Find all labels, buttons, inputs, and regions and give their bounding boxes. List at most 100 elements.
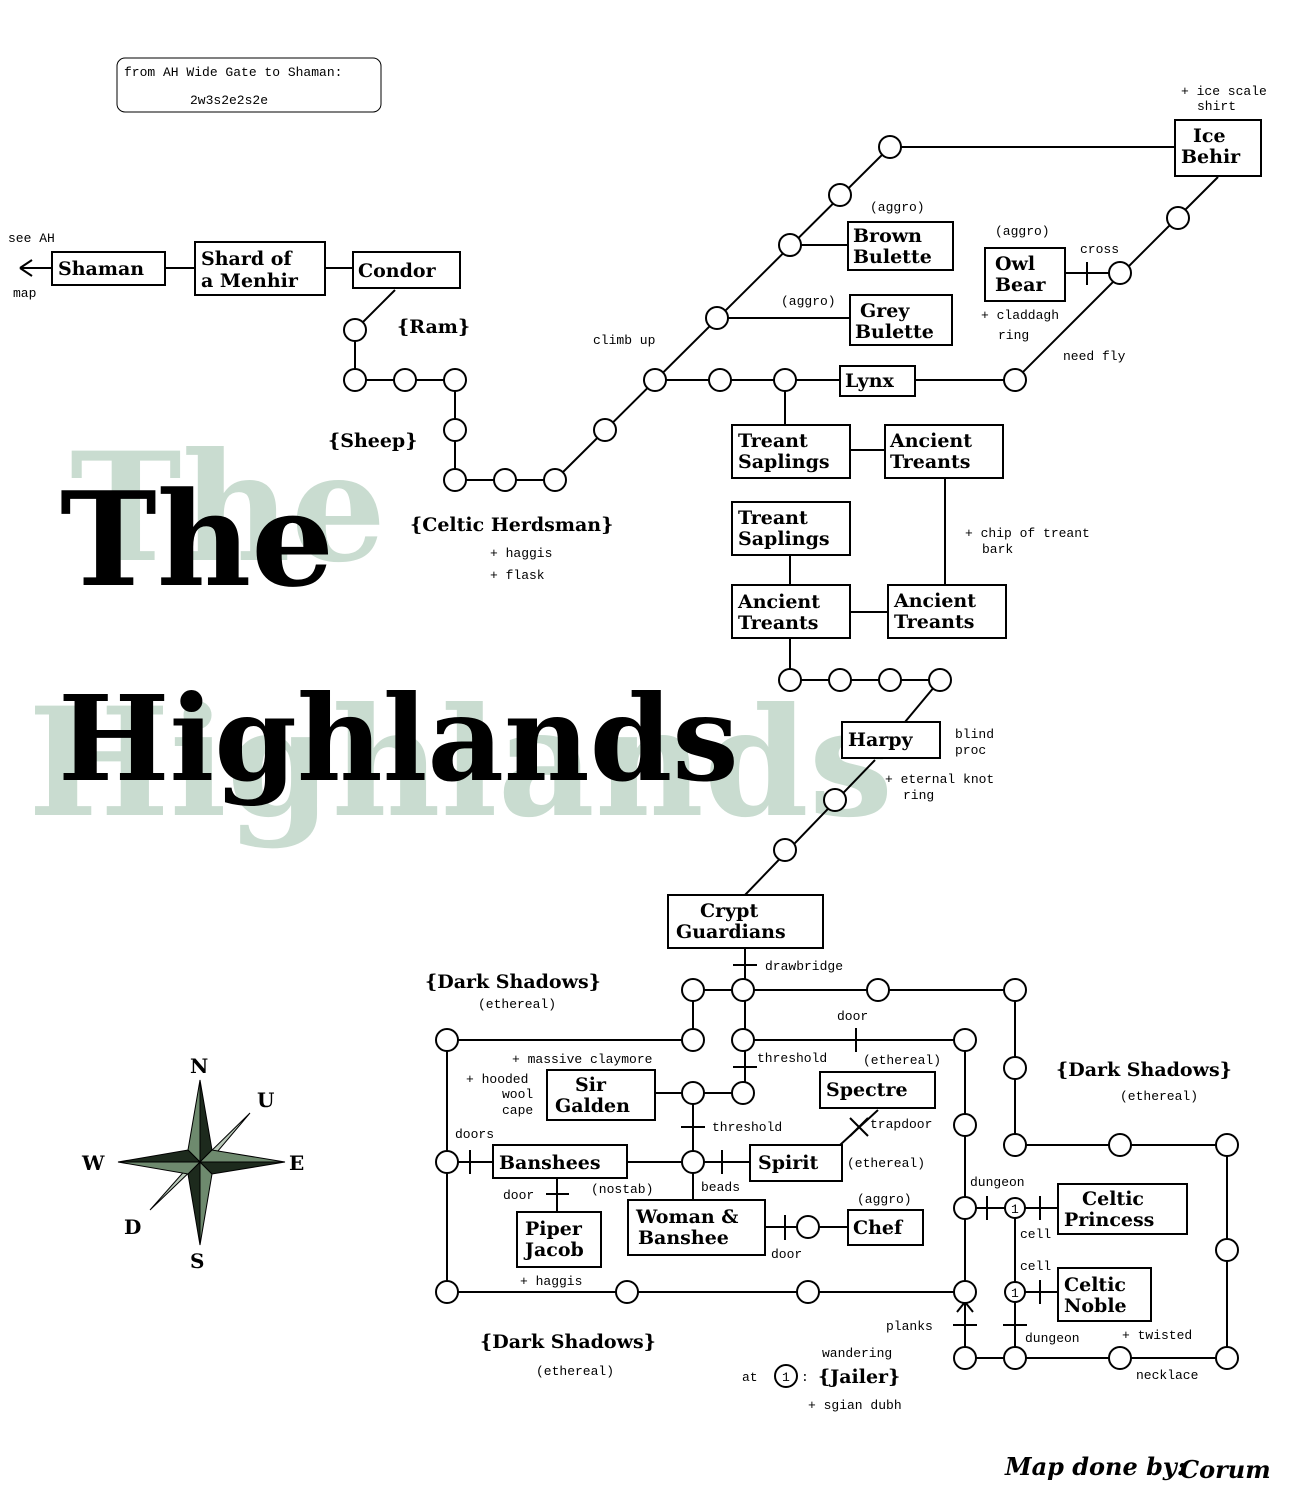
note-twisted: + twisted bbox=[1122, 1328, 1192, 1343]
note-ice-scale-2: shirt bbox=[1197, 99, 1236, 114]
note-chip-2: bark bbox=[982, 542, 1013, 557]
compass-rose: N S E W U D bbox=[81, 1054, 304, 1273]
title-the: The bbox=[60, 463, 334, 616]
note-massive-claymore: + massive claymore bbox=[512, 1052, 652, 1067]
note-aggro-grey: (aggro) bbox=[781, 294, 836, 309]
title-shadow-highlands: Highlands bbox=[28, 675, 893, 851]
note-threshold-b: threshold bbox=[712, 1120, 782, 1135]
note-need-fly: need fly bbox=[1063, 349, 1126, 364]
room-celtic-noble-1: Celtic bbox=[1064, 1274, 1126, 1296]
note-blind-2: proc bbox=[955, 743, 986, 758]
room-treant-saplings-a-1: Treant bbox=[738, 430, 808, 452]
note-dungeon-b: dungeon bbox=[1025, 1331, 1080, 1346]
room-ancient-treants-c-1: Ancient bbox=[893, 590, 976, 612]
room-ice-behir-2: Behir bbox=[1181, 146, 1241, 168]
note-sgian-dubh: + sgian dubh bbox=[808, 1398, 902, 1413]
note-aggro-chef: (aggro) bbox=[857, 1192, 912, 1207]
room-ancient-treants-b-1: Ancient bbox=[737, 591, 820, 613]
room-treant-saplings-a-2: Saplings bbox=[738, 451, 830, 473]
jailer-node-label: 1 bbox=[1011, 1286, 1019, 1301]
note-necklace: necklace bbox=[1136, 1368, 1198, 1383]
note-ethereal-c: (ethereal) bbox=[1120, 1089, 1198, 1104]
directions-frame bbox=[116, 57, 382, 113]
note-blind-1: blind bbox=[955, 727, 994, 742]
note-beads: beads bbox=[701, 1180, 740, 1195]
note-ethereal-d: (ethereal) bbox=[847, 1156, 925, 1171]
credit-label: Map done by: bbox=[1004, 1452, 1186, 1481]
note-door-top: door bbox=[837, 1009, 868, 1024]
room-nodes bbox=[343, 135, 1239, 1370]
note-cell-a: cell bbox=[1020, 1227, 1051, 1242]
room-ancient-treants-a-2: Treants bbox=[890, 451, 970, 473]
room-sir-galden-2: Galden bbox=[555, 1095, 630, 1117]
note-drawbridge: drawbridge bbox=[765, 959, 843, 974]
note-door-chef: door bbox=[771, 1247, 802, 1262]
compass-d: D bbox=[124, 1215, 141, 1239]
room-owl-bear-2: Bear bbox=[995, 274, 1046, 296]
note-haggis: + haggis bbox=[490, 546, 552, 561]
note-map: map bbox=[13, 286, 36, 301]
room-grey-bulette-1: Grey bbox=[860, 300, 910, 322]
note-cell-b: cell bbox=[1020, 1259, 1051, 1274]
mob-dark-shadows-c: {Dark Shadows} bbox=[480, 1331, 656, 1353]
directions-path: 2w3s2e2s2e bbox=[190, 93, 268, 108]
mob-dark-shadows-a: {Dark Shadows} bbox=[425, 971, 601, 993]
note-nostab: (nostab) bbox=[591, 1182, 653, 1197]
room-celtic-noble-2: Noble bbox=[1064, 1295, 1127, 1317]
room-lynx: Lynx bbox=[845, 370, 895, 392]
note-climb-up: climb up bbox=[593, 333, 655, 348]
room-ice-behir-1: Ice bbox=[1193, 125, 1226, 147]
exit-arrow-icon bbox=[19, 259, 33, 277]
room-woman-banshee-1: Woman & bbox=[635, 1206, 738, 1228]
note-ethereal-a: (ethereal) bbox=[478, 997, 556, 1012]
note-haggis-piper: + haggis bbox=[520, 1274, 582, 1289]
room-crypt-guardians-1: Crypt bbox=[700, 900, 758, 922]
mob-sheep: {Sheep} bbox=[328, 430, 417, 452]
room-sir-galden-1: Sir bbox=[575, 1074, 607, 1096]
title-shadow-the: The bbox=[70, 420, 386, 596]
note-planks: planks bbox=[886, 1319, 933, 1334]
room-brown-bulette-2: Bulette bbox=[853, 246, 932, 268]
note-colon: : bbox=[801, 1370, 809, 1385]
title-highlands: Highlands bbox=[58, 669, 739, 808]
room-crypt-guardians-2: Guardians bbox=[676, 921, 786, 943]
credit-author-signature: Corum bbox=[1180, 1455, 1271, 1484]
room-labels: Shaman Shard of a Menhir Condor Brown Bu… bbox=[58, 125, 1241, 1317]
note-threshold-a: threshold bbox=[757, 1051, 827, 1066]
credit: Map done by: Corum bbox=[1004, 1452, 1271, 1484]
note-dungeon-a: dungeon bbox=[970, 1175, 1025, 1190]
note-aggro-owl: (aggro) bbox=[995, 224, 1050, 239]
room-ancient-treants-a-1: Ancient bbox=[889, 430, 972, 452]
room-spirit: Spirit bbox=[758, 1152, 818, 1174]
room-treant-saplings-b-1: Treant bbox=[738, 507, 808, 529]
mob-dark-shadows-b: {Dark Shadows} bbox=[1056, 1059, 1232, 1081]
room-grey-bulette-2: Bulette bbox=[855, 321, 934, 343]
note-flask: + flask bbox=[490, 568, 545, 583]
note-chip-1: + chip of treant bbox=[965, 526, 1090, 541]
mob-celtic-herdsman: {Celtic Herdsman} bbox=[410, 514, 613, 536]
note-eternal-2: ring bbox=[903, 788, 934, 803]
mob-jailer: {Jailer} bbox=[818, 1366, 900, 1388]
note-eternal-1: + eternal knot bbox=[885, 772, 994, 787]
note-hooded-3: cape bbox=[502, 1103, 533, 1118]
note-cross: cross bbox=[1080, 242, 1119, 257]
note-hooded-2: wool bbox=[502, 1087, 533, 1102]
note-ethereal-e: (ethereal) bbox=[536, 1364, 614, 1379]
compass-s: S bbox=[190, 1249, 204, 1273]
room-treant-saplings-b-2: Saplings bbox=[738, 528, 830, 550]
mob-labels: {Ram} {Sheep} {Celtic Herdsman} {Dark Sh… bbox=[328, 316, 1232, 1388]
notes: see AH map (aggro) (aggro) (aggro) + ice… bbox=[8, 84, 1267, 1413]
note-aggro-brown: (aggro) bbox=[870, 200, 925, 215]
room-piper-jacob-1: Piper bbox=[525, 1218, 583, 1240]
room-ancient-treants-c-2: Treants bbox=[894, 611, 974, 633]
note-see-ah: see AH bbox=[8, 231, 55, 246]
room-shard-line1: Shard of bbox=[201, 248, 293, 270]
room-banshees: Banshees bbox=[499, 1152, 601, 1174]
compass-n: N bbox=[190, 1054, 208, 1078]
note-claddagh-2: ring bbox=[998, 328, 1029, 343]
note-ice-scale-1: + ice scale bbox=[1181, 84, 1267, 99]
note-hooded-1: + hooded bbox=[466, 1072, 528, 1087]
room-celtic-princess-1: Celtic bbox=[1082, 1188, 1144, 1210]
note-at: at bbox=[742, 1370, 758, 1385]
